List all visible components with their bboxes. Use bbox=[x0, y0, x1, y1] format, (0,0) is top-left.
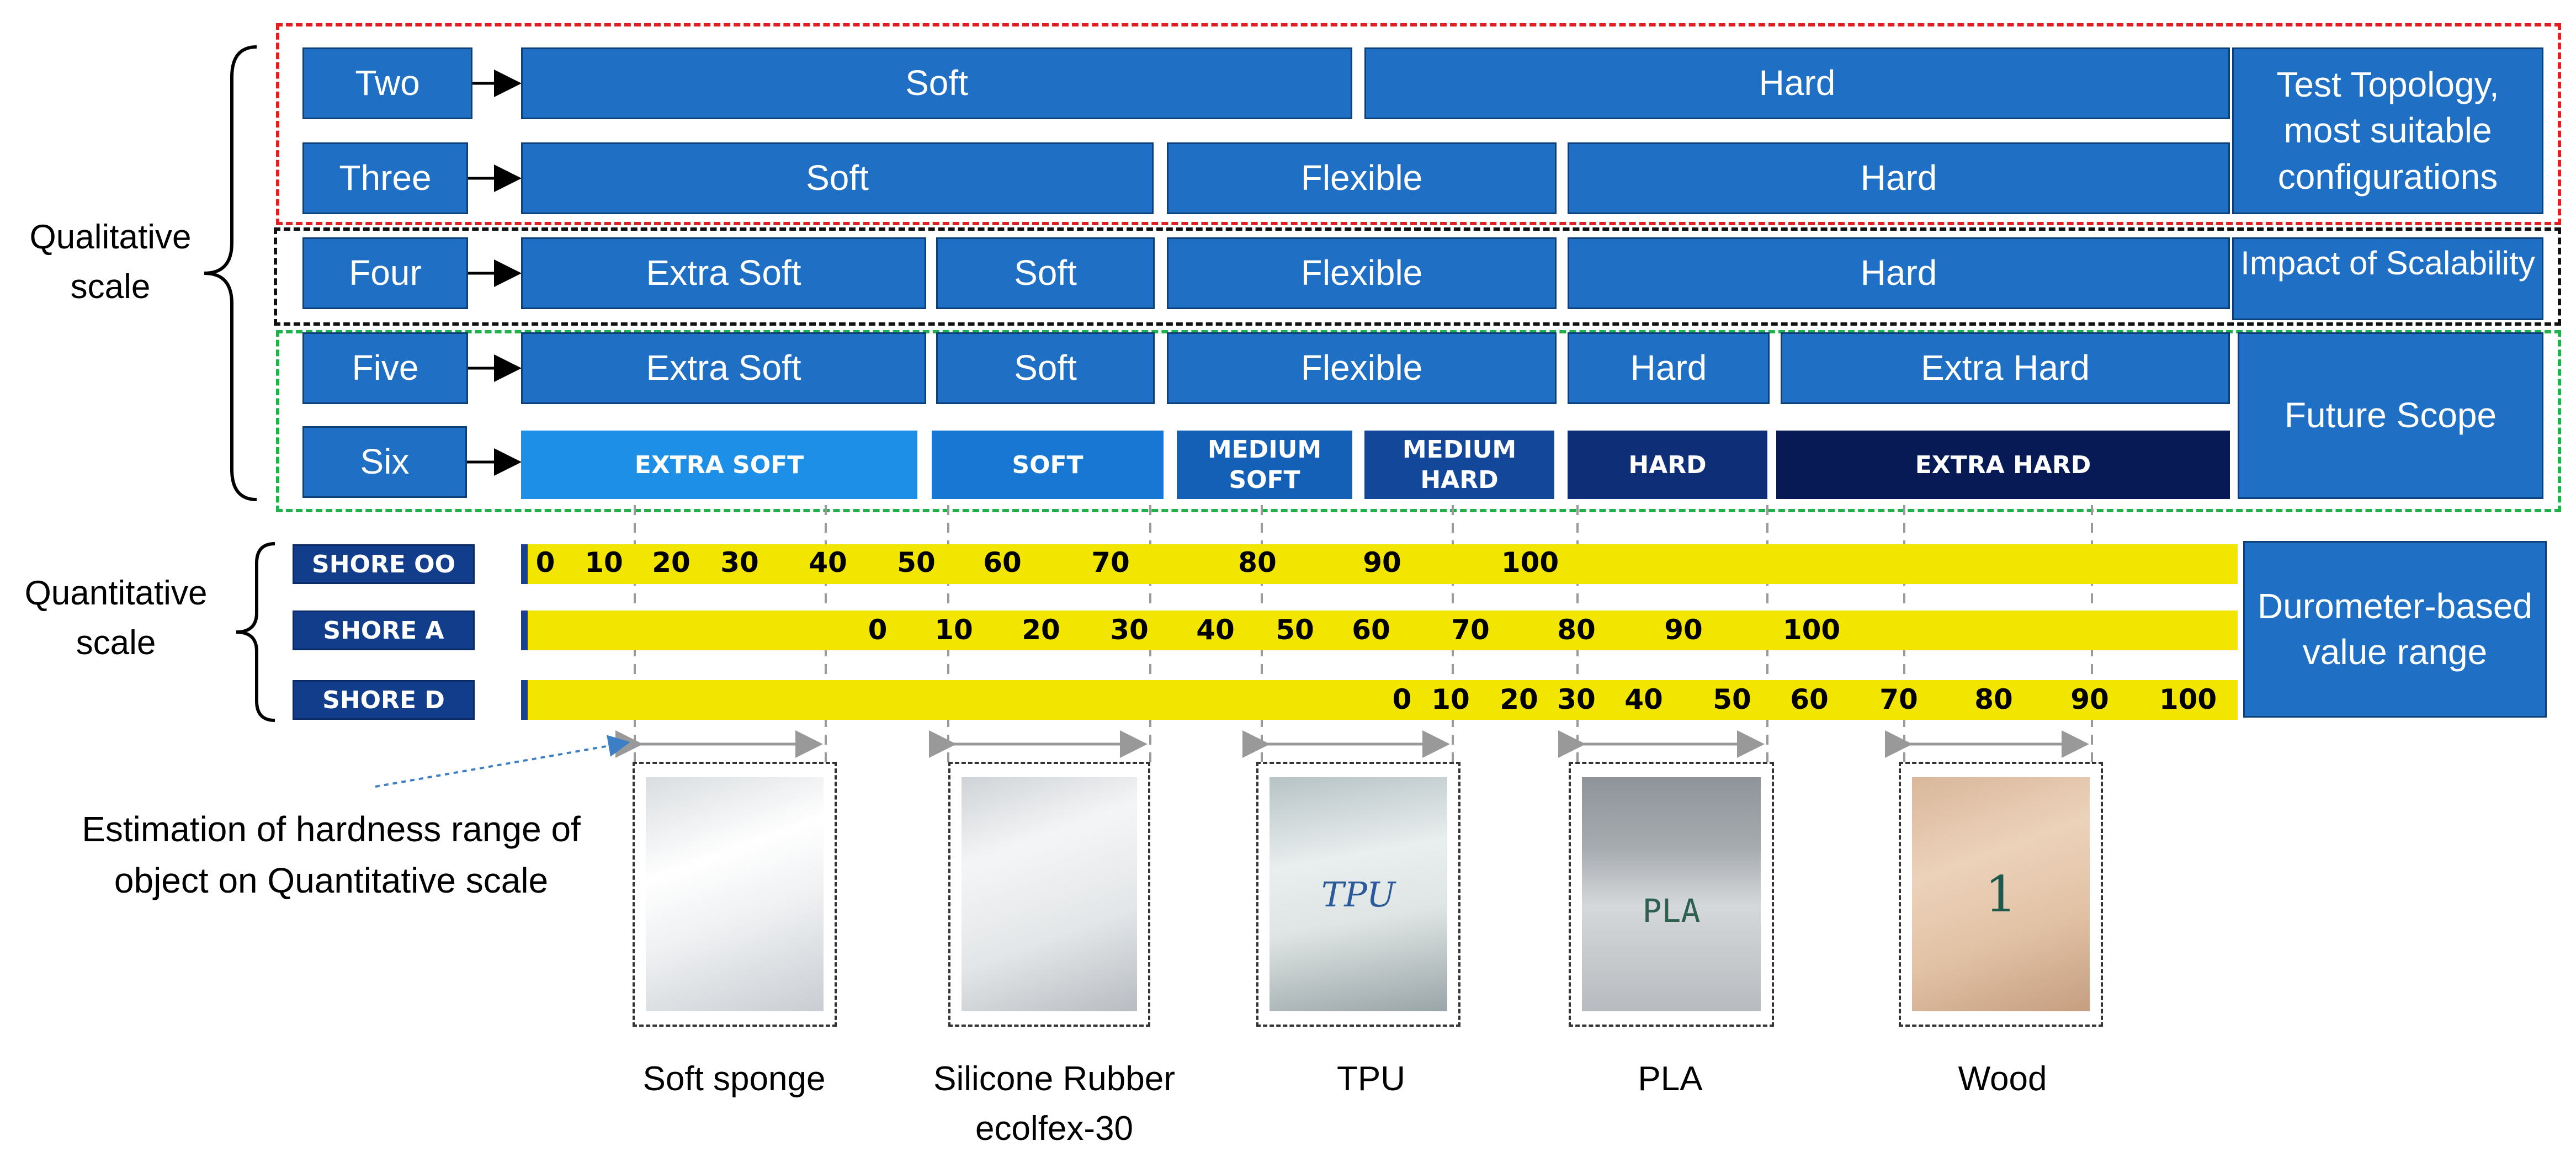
row-two-hard: Hard bbox=[1364, 47, 2230, 119]
material-label-wood: Wood bbox=[1958, 1060, 2047, 1098]
shore-a-tick: 70 bbox=[1451, 614, 1490, 646]
shore-d-tick: 20 bbox=[1500, 683, 1538, 715]
qualitative-brace bbox=[204, 45, 257, 501]
level-three-box: Three bbox=[302, 142, 468, 214]
shore-oo-tick: 80 bbox=[1238, 546, 1277, 578]
shore-d-tick: 50 bbox=[1713, 683, 1751, 715]
row-five-extra-hard: Extra Hard bbox=[1781, 332, 2230, 404]
pla-photo: PLA bbox=[1569, 762, 1774, 1027]
shore-d-bar bbox=[521, 680, 2238, 720]
row-four-flexible: Flexible bbox=[1167, 237, 1557, 309]
shore-oo-tick: 0 bbox=[535, 546, 555, 578]
level-five-box: Five bbox=[302, 332, 468, 404]
note-durometer: Durometer-based value range bbox=[2243, 541, 2547, 718]
group-four-outline bbox=[274, 227, 2561, 326]
tpu-photo: TPU bbox=[1256, 762, 1460, 1027]
material-label-silicone: Silicone Rubber ecolfex-30 bbox=[933, 1060, 1175, 1148]
row-three-hard: Hard bbox=[1568, 142, 2230, 214]
shore-oo-tick: 90 bbox=[1363, 546, 1401, 578]
shore-a-tick: 0 bbox=[868, 614, 888, 646]
row-six-soft: SOFT bbox=[932, 431, 1164, 499]
group-two-three-outline bbox=[276, 23, 2561, 225]
wood-photo: 1 bbox=[1899, 762, 2103, 1027]
shore-a-tick: 90 bbox=[1664, 614, 1703, 646]
level-two-box: Two bbox=[302, 47, 472, 119]
shore-oo-tick: 100 bbox=[1501, 546, 1559, 578]
material-label-sponge: Soft sponge bbox=[642, 1060, 826, 1098]
shore-d-tick: 90 bbox=[2070, 683, 2109, 715]
row-six-hard: HARD bbox=[1568, 431, 1767, 499]
quantitative-scale-label: Quantitative scale bbox=[24, 574, 208, 662]
row-six-medium-soft: MEDIUM SOFT bbox=[1177, 431, 1352, 499]
level-six-box: Six bbox=[302, 426, 467, 498]
material-label-tpu: TPU bbox=[1337, 1060, 1405, 1098]
shore-oo-tag: SHORE OO bbox=[293, 544, 475, 584]
shore-a-tick: 40 bbox=[1196, 614, 1235, 646]
note-future-scope: Future Scope bbox=[2238, 332, 2543, 499]
group-five-six-outline bbox=[276, 330, 2561, 512]
shore-oo-tick: 50 bbox=[897, 546, 936, 578]
shore-oo-tick: 40 bbox=[809, 546, 847, 578]
level-four-box: Four bbox=[302, 237, 468, 309]
shore-oo-tick: 70 bbox=[1091, 546, 1130, 578]
wood-photo-marking: 1 bbox=[1985, 865, 2017, 924]
shore-oo-tick: 60 bbox=[983, 546, 1022, 578]
shore-oo-bar bbox=[521, 544, 2238, 584]
shore-d-tick: 70 bbox=[1879, 683, 1918, 715]
pla-photo-marking: PLA bbox=[1642, 892, 1701, 930]
shore-a-tick: 100 bbox=[1782, 614, 1841, 646]
quantitative-brace bbox=[236, 542, 275, 722]
note-scalability: Impact of Scalability bbox=[2232, 237, 2543, 320]
shore-a-tick: 10 bbox=[934, 614, 973, 646]
shore-a-tag: SHORE A bbox=[293, 611, 475, 650]
silicone-rubber-photo bbox=[948, 762, 1150, 1027]
estimation-annotation: Estimation of hardness range of object o… bbox=[82, 809, 581, 900]
row-four-soft: Soft bbox=[936, 237, 1155, 309]
shore-a-tick: 30 bbox=[1110, 614, 1149, 646]
material-label-pla: PLA bbox=[1638, 1060, 1703, 1098]
shore-d-tick: 30 bbox=[1557, 683, 1596, 715]
row-three-flexible: Flexible bbox=[1167, 142, 1557, 214]
row-two-soft: Soft bbox=[521, 47, 1352, 119]
shore-a-tick: 80 bbox=[1557, 614, 1596, 646]
row-five-flexible: Flexible bbox=[1167, 332, 1557, 404]
qualitative-scale-label: Qualitative scale bbox=[29, 218, 192, 306]
shore-a-tick: 60 bbox=[1352, 614, 1390, 646]
row-five-extra-soft: Extra Soft bbox=[521, 332, 926, 404]
row-six-extra-soft: EXTRA SOFT bbox=[521, 431, 917, 499]
shore-d-tick: 40 bbox=[1624, 683, 1663, 715]
shore-a-bar bbox=[521, 611, 2238, 650]
row-five-hard: Hard bbox=[1568, 332, 1770, 404]
shore-d-tag: SHORE D bbox=[293, 680, 475, 720]
shore-d-tick: 0 bbox=[1392, 683, 1412, 715]
note-test-topology: Test Topology, most suitable configurati… bbox=[2232, 47, 2543, 214]
row-six-medium-hard: MEDIUM HARD bbox=[1364, 431, 1554, 499]
shore-a-tick: 20 bbox=[1022, 614, 1060, 646]
shore-oo-tick: 30 bbox=[720, 546, 759, 578]
shore-d-tick: 10 bbox=[1431, 683, 1470, 715]
shore-d-tick: 80 bbox=[1974, 683, 2013, 715]
row-three-soft: Soft bbox=[521, 142, 1154, 214]
row-five-soft: Soft bbox=[936, 332, 1155, 404]
shore-oo-tick: 20 bbox=[652, 546, 691, 578]
shore-oo-tick: 10 bbox=[585, 546, 623, 578]
shore-a-tick: 50 bbox=[1276, 614, 1314, 646]
row-four-extra-soft: Extra Soft bbox=[521, 237, 926, 309]
tpu-photo-marking: TPU bbox=[1321, 874, 1396, 915]
row-six-extra-hard: EXTRA HARD bbox=[1776, 431, 2230, 499]
shore-d-tick: 60 bbox=[1790, 683, 1829, 715]
row-four-hard: Hard bbox=[1568, 237, 2230, 309]
sponge-photo bbox=[633, 762, 837, 1027]
shore-d-tick: 100 bbox=[2159, 683, 2217, 715]
